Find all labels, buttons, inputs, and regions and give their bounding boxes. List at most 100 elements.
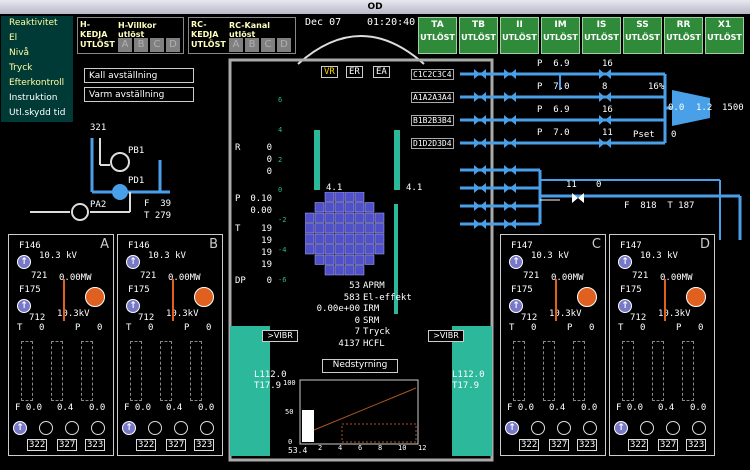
fuel-cell: [305, 212, 315, 223]
turbine-b: 1.2: [696, 103, 713, 113]
valve-icon[interactable]: [474, 69, 486, 79]
generator-kv1: 10.3 kV: [531, 251, 569, 261]
generator-letter: B: [209, 237, 218, 252]
fuel-cell: [374, 223, 385, 234]
valve-icon[interactable]: [599, 69, 611, 79]
nedstyrning-button[interactable]: Nedstyrning: [322, 359, 398, 373]
hist-corner-value: 53.4: [288, 446, 308, 455]
vibr-left-button[interactable]: >VIBR: [262, 330, 298, 342]
generator-arrow-icon[interactable]: ↑: [126, 255, 140, 269]
generator-arrow-icon[interactable]: ↑: [126, 299, 140, 313]
valve-icon[interactable]: [474, 138, 486, 148]
valve-icon[interactable]: [504, 138, 516, 148]
fuel-cell: [344, 254, 355, 265]
generator-mid: 0.4: [549, 403, 566, 413]
valve-icon[interactable]: [474, 183, 486, 193]
readout-value: 4137: [338, 338, 360, 349]
generator-arrow-icon[interactable]: ↑: [17, 255, 31, 269]
pset-label: Pset: [633, 130, 655, 140]
valve-icon[interactable]: [504, 115, 516, 125]
mode-ea[interactable]: EA: [373, 66, 390, 78]
valve-icon[interactable]: [474, 201, 486, 211]
valve-icon[interactable]: [599, 115, 611, 125]
date: Dec 07: [305, 17, 342, 28]
generator-end: 0.0: [581, 403, 598, 413]
fuel-cell: [344, 244, 355, 255]
vibr-right-button[interactable]: >VIBR: [428, 330, 464, 342]
feed-readout: F 818 T 187: [624, 201, 695, 211]
menu-item-niva[interactable]: Nivå: [9, 48, 30, 58]
fuel-cell: [344, 212, 355, 223]
h-channel-d: D: [166, 38, 180, 52]
valve-icon[interactable]: [504, 183, 516, 193]
generator-arrow-icon[interactable]: ↑: [618, 299, 632, 313]
fuel-cell: [305, 223, 315, 234]
valve-icon[interactable]: [504, 92, 516, 102]
generator-b3: 323: [577, 439, 598, 451]
generator-arrow-icon[interactable]: ↑: [505, 421, 519, 435]
valve-icon[interactable]: [599, 92, 611, 102]
valve-icon[interactable]: [474, 92, 486, 102]
fuel-cell: [324, 233, 335, 244]
generator-mid: 0.4: [166, 403, 183, 413]
menu-item-instruktion[interactable]: Instruktion: [9, 93, 58, 103]
pset-value: 0: [671, 130, 677, 140]
generator-p-value: 0: [698, 323, 704, 333]
generator-b1: 322: [27, 439, 48, 451]
valve-icon[interactable]: [474, 219, 486, 229]
menu-item-efterkontroll[interactable]: Efterkontroll: [9, 78, 65, 88]
lower-left-t-value: 17.9: [259, 381, 282, 391]
readout-label: IRM: [363, 304, 380, 314]
generator-mw: 0.00MW: [551, 273, 584, 283]
steam-valve-count: 16: [602, 105, 613, 115]
valve-icon[interactable]: [474, 165, 486, 175]
generator-p-value: 0: [97, 323, 103, 333]
generator-kv1: 10.3 kV: [39, 251, 77, 261]
valve-icon[interactable]: [504, 165, 516, 175]
generator-arrow-icon[interactable]: ↑: [614, 421, 628, 435]
generator-arrow-icon[interactable]: ↑: [13, 421, 27, 435]
generator-f1: F146: [128, 241, 150, 251]
generator-arrow-icon[interactable]: ↑: [509, 255, 523, 269]
reactor-label-value: 0.10: [250, 194, 272, 204]
generator-arrow-icon[interactable]: ↑: [509, 299, 523, 313]
valve-icon[interactable]: [504, 201, 516, 211]
menu-item-reaktivitet[interactable]: Reaktivitet: [9, 18, 58, 28]
menu-item-utl-skydd-tid[interactable]: Utl.skydd tid: [9, 108, 66, 118]
rc-kanal-label: RC-Kanal utlöst: [229, 21, 270, 39]
readout-label: SRM: [363, 315, 380, 326]
generator-arrow-icon[interactable]: ↑: [17, 299, 31, 313]
generator-busbar: [555, 279, 557, 321]
valve-icon[interactable]: [474, 115, 486, 125]
valve-icon[interactable]: [572, 193, 584, 203]
generator-arrow-icon[interactable]: ↑: [618, 255, 632, 269]
valve-icon[interactable]: [504, 69, 516, 79]
generator-f1: F147: [620, 241, 642, 251]
valve-icon[interactable]: [599, 138, 611, 148]
h-channel-a: A: [118, 38, 132, 52]
valve-icon[interactable]: [504, 219, 516, 229]
valve-group-label: A1A2A3A4: [411, 92, 454, 103]
menu-item-tryck[interactable]: Tryck: [9, 63, 33, 73]
mode-vr[interactable]: VR: [321, 66, 338, 78]
generator-arrow-icon[interactable]: ↑: [122, 421, 136, 435]
fuel-cell: [364, 233, 375, 244]
trip-button-name: TB: [472, 20, 485, 30]
menu-item-el[interactable]: El: [9, 33, 18, 43]
pump-circle-icon: [640, 421, 654, 435]
generator-b3: 323: [686, 439, 707, 451]
mode-er[interactable]: ER: [346, 66, 363, 78]
